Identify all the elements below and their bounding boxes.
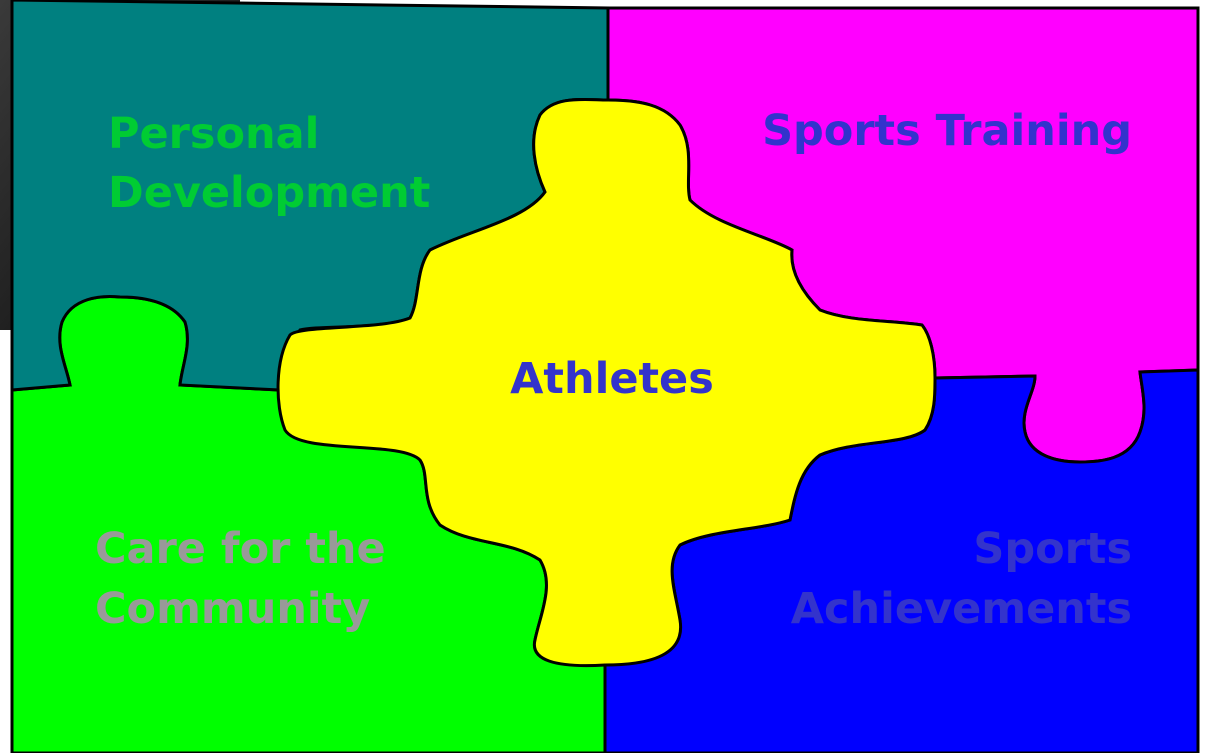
care-for-community-label-line1: Care for the [95, 524, 386, 574]
sports-training-label: Sports Training [762, 106, 1132, 156]
athletes-label: Athletes [510, 354, 714, 404]
care-for-community-label-line2: Community [95, 584, 370, 634]
personal-development-label-line1: Personal [108, 109, 319, 159]
sports-achievements-label-line2: Achievements [791, 584, 1132, 634]
piece-athletes-center [276, 97, 937, 668]
sports-achievements-label-line1: Sports [973, 524, 1132, 574]
personal-development-label-line2: Development [108, 168, 430, 218]
